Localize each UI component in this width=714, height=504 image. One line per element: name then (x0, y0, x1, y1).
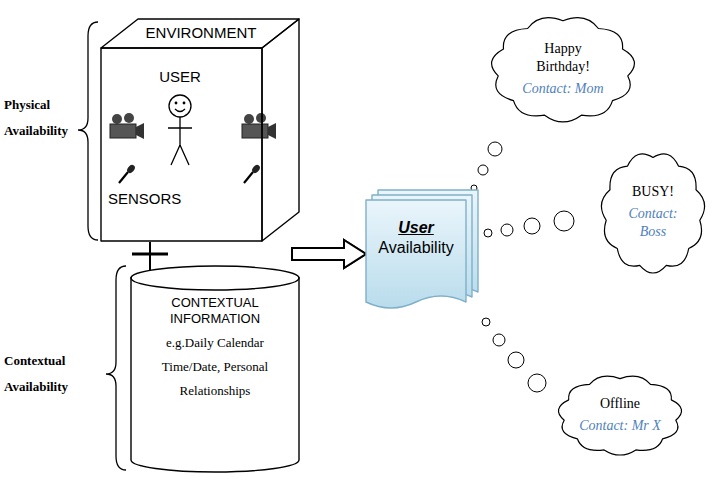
microphone-icon (244, 163, 261, 183)
camera-icon (110, 113, 144, 139)
node-text: e.g.Daily Calendar Time/Date, Personal R… (142, 331, 288, 403)
camera-icon (242, 113, 276, 139)
thought-bubble (493, 334, 505, 346)
thought-bubble (488, 142, 502, 156)
node-text: CONTEXTUAL INFORMATION (142, 295, 288, 327)
node-text: User (370, 218, 462, 238)
user-smile (175, 109, 185, 112)
camera-lens (136, 123, 144, 139)
node-text: Happy Birthday! (517, 40, 609, 76)
thought-bubble (524, 218, 540, 234)
cube-outline (100, 18, 300, 242)
node-text: BUSY! (617, 183, 689, 201)
camera-reel (112, 114, 122, 124)
microphone-handle (244, 172, 253, 183)
cube-side-face (262, 19, 299, 241)
sensors-label-box: SENSORS (108, 190, 218, 208)
node-text: Contact: Mr X (578, 417, 662, 435)
thought-bubble (478, 165, 488, 175)
camera-body (242, 124, 268, 138)
cloud-outline (558, 376, 681, 455)
camera-reel (124, 113, 134, 123)
microphone-handle (119, 172, 128, 183)
thought-cloud: BUSY! Contact: Boss (598, 149, 708, 276)
side-label: Physical Availability (4, 92, 80, 144)
user-head (169, 95, 191, 117)
user-eye (175, 102, 178, 105)
cylinder-top (131, 266, 299, 290)
cloud-outline (555, 372, 685, 458)
thought-bubble (482, 318, 490, 326)
camera-reel (256, 113, 266, 123)
cylinder-body (131, 277, 299, 472)
thought-bubble (528, 374, 546, 392)
user-body (168, 117, 192, 165)
camera-reel (244, 114, 254, 124)
cloud-outline (492, 18, 635, 122)
cube-front-face (101, 48, 262, 241)
document-stack: UserAvailability (366, 200, 466, 312)
thought-bubble (508, 352, 524, 368)
user-label-box: USER (155, 68, 205, 86)
brace (78, 22, 98, 240)
microphone-head (126, 163, 137, 174)
node-text: Offline (578, 395, 662, 413)
microphone-head (251, 163, 262, 174)
thought-cloud: OfflineContact: Mr X (555, 372, 685, 458)
database-cylinder: CONTEXTUAL INFORMATION e.g.Daily Calendar… (130, 265, 300, 472)
thought-bubble (484, 229, 492, 237)
user-eye (183, 102, 186, 105)
node-text: SENSORS (108, 190, 218, 208)
node-text: USER (155, 68, 205, 86)
node-text: ENVIRONMENT (102, 24, 300, 42)
camera-lens (268, 123, 276, 139)
cloud-outline (601, 153, 704, 272)
thought-cloud: Happy Birthday! Contact: Mom (488, 13, 638, 125)
merge-arrow (150, 240, 366, 270)
node-text: Contact: Mom (517, 80, 609, 98)
side-label: Contextual Availability (4, 348, 96, 400)
camera-body (110, 124, 136, 138)
brace (106, 266, 126, 470)
node-text: Contact: Boss (617, 205, 689, 241)
thought-bubble (501, 224, 513, 236)
document-page (366, 200, 466, 308)
thought-bubble (554, 211, 574, 231)
environment-box: ENVIRONMENT USER SENSORS (100, 18, 300, 242)
cube-top-face (101, 19, 299, 48)
microphone-icon (119, 163, 136, 183)
node-text: Availability (370, 238, 462, 258)
